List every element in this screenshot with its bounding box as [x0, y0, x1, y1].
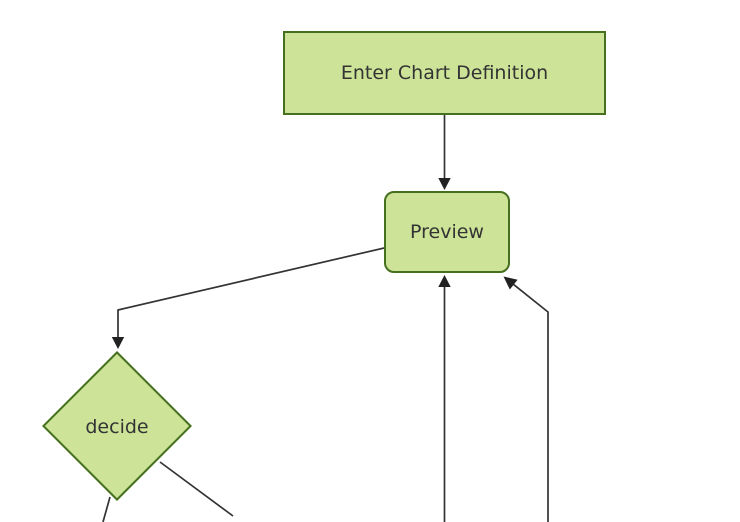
node-preview: Preview [384, 191, 510, 273]
node-decide-label: decide [85, 416, 149, 438]
node-preview-label: Preview [410, 220, 484, 243]
edge-preview-to-decide-line [117, 247, 385, 338]
node-decide: decide [42, 401, 192, 453]
node-enter-chart-definition: Enter Chart Definition [283, 31, 606, 115]
edge-decide-to-offscreen-right-line [159, 461, 234, 517]
edge-offscreen-to-preview-corner-line [513, 283, 549, 522]
edge-enter-to-preview-arrowhead [438, 178, 451, 190]
edge-offscreen-to-preview-center-arrowhead [438, 275, 451, 287]
edge-preview-to-decide-arrowhead [111, 337, 125, 349]
edge-offscreen-to-preview-corner-arrowhead [503, 276, 518, 290]
edge-decide-to-offscreen-left-line [102, 496, 111, 522]
node-enter-chart-definition-label: Enter Chart Definition [340, 61, 549, 84]
